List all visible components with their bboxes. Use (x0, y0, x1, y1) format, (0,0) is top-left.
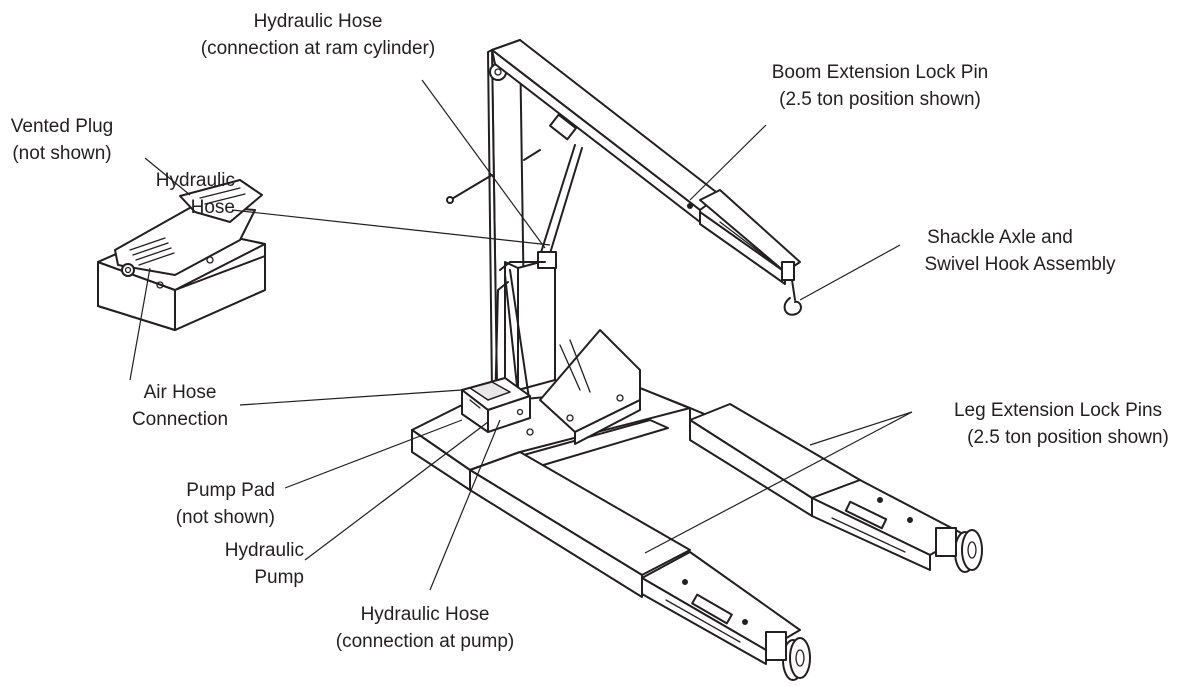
label-shackle-2: Swivel Hook Assembly (924, 254, 1116, 275)
ram-cylinder (504, 144, 583, 391)
label-hose-ram-2: (connection at ram cylinder) (201, 38, 435, 59)
label-hose-ram-1: Hydraulic Hose (254, 11, 383, 32)
label-leg-pins-1: Leg Extension Lock Pins (954, 400, 1162, 421)
label-hose-pump-2: (connection at pump) (336, 631, 515, 652)
label-pump-2: Pump (254, 567, 304, 588)
right-leg-extension (811, 479, 983, 573)
boom (491, 39, 802, 316)
label-vented-plug-1: Vented Plug (11, 116, 113, 137)
label-hose-mid-1: Hydraulic (156, 170, 235, 191)
air-pump-pedal (97, 179, 266, 331)
base-frame (411, 387, 861, 598)
label-leg-pins-2: (2.5 ton position shown) (967, 427, 1169, 448)
label-pump-1: Hydraulic (225, 540, 304, 561)
label-pump-pad-1: Pump Pad (186, 480, 275, 501)
label-shackle-1: Shackle Axle and (927, 227, 1073, 248)
leader-lines (129, 79, 913, 591)
label-hose-mid-2: Hose (191, 197, 235, 218)
label-boom-pin-2: (2.5 ton position shown) (779, 89, 981, 110)
label-pump-pad-2: (not shown) (176, 507, 275, 528)
cylinder-saddle (539, 329, 641, 445)
label-hose-pump-1: Hydraulic Hose (361, 604, 490, 625)
label-vented-plug-2: (not shown) (12, 143, 111, 164)
label-air-hose-1: Air Hose (144, 382, 217, 403)
callout-labels: Hydraulic Hose (connection at ram cylind… (11, 11, 1169, 652)
left-leg-extension (641, 551, 811, 681)
label-boom-pin-1: Boom Extension Lock Pin (772, 62, 989, 83)
label-air-hose-2: Connection (132, 409, 228, 430)
